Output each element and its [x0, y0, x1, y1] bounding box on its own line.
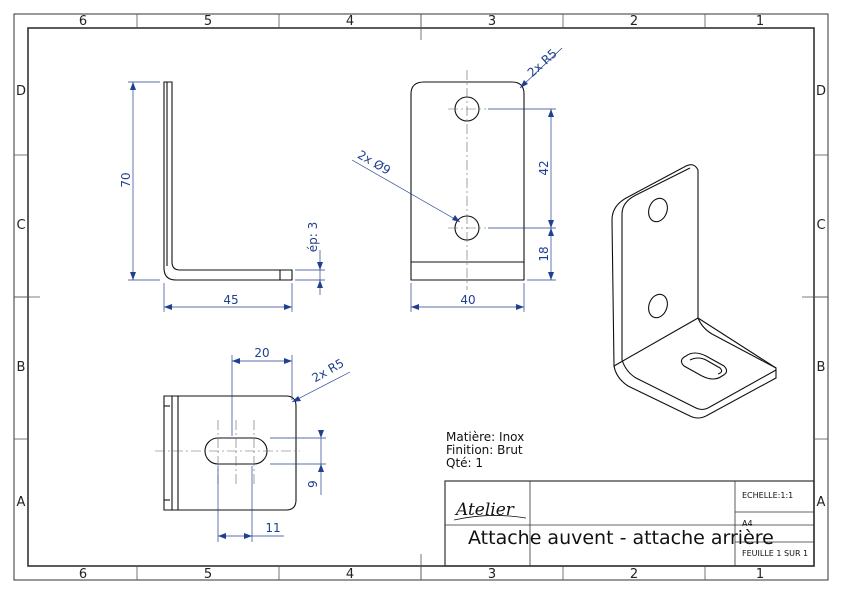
drawing-frame [13, 13, 829, 581]
dim-hole-offset: 18 [537, 246, 551, 261]
dim-thickness: ép: 3 [306, 222, 320, 253]
zone-row-right-d: D [816, 84, 826, 99]
dim-front-radius: 2x R5 [525, 46, 560, 80]
tb-size: A4 [742, 519, 753, 528]
top-view: 20 2x R5 9 11 [155, 346, 351, 542]
dim-hole-spacing: 42 [537, 160, 551, 175]
zone-col-bottom-2: 2 [630, 567, 638, 582]
zone-col-top-3: 3 [488, 14, 496, 29]
isometric-view [611, 164, 777, 419]
note-material: Matière: Inox [446, 430, 524, 444]
logo-atelier: Atelier [454, 500, 515, 520]
note-finish: Finition: Brut [446, 443, 523, 457]
zone-col-top-6: 6 [79, 14, 87, 29]
zone-col-bottom-1: 1 [756, 567, 764, 582]
note-quantity: Qté: 1 [446, 456, 483, 470]
zone-row-left-a: A [17, 495, 26, 510]
zone-col-top-1: 1 [756, 14, 764, 29]
side-view: 70 45 ép: 3 [119, 81, 325, 312]
front-view: 42 18 40 2x Ø9 2x R5 [351, 46, 563, 312]
zone-col-bottom-4: 4 [346, 567, 354, 582]
dim-front-width: 40 [460, 293, 475, 307]
tb-scale: ECHELLE:1:1 [742, 491, 793, 500]
material-notes: Matière: Inox Finition: Brut Qté: 1 [446, 430, 524, 470]
zone-col-top-4: 4 [346, 14, 354, 29]
zone-row-right-b: B [817, 360, 826, 375]
zone-row-left-b: B [17, 360, 26, 375]
dim-slot-width: 9 [306, 480, 320, 488]
zone-row-left-c: C [16, 218, 25, 233]
title-block: Atelier ECHELLE:1:1 A4 FEUILLE 1 SUR 1 A… [444, 480, 815, 567]
dim-side-width: 45 [223, 293, 238, 307]
dim-side-height: 70 [119, 172, 133, 187]
zone-row-left-d: D [16, 84, 26, 99]
zone-col-bottom-6: 6 [79, 567, 87, 582]
zone-col-bottom-3: 3 [488, 567, 496, 582]
dim-top-slot-length: 20 [254, 346, 269, 360]
zone-col-top-2: 2 [630, 14, 638, 29]
zone-col-bottom-5: 5 [204, 567, 212, 582]
zone-col-top-5: 5 [204, 14, 212, 29]
zone-row-right-a: A [817, 495, 826, 510]
zone-row-right-c: C [816, 218, 825, 233]
dim-top-radius: 2x R5 [310, 356, 347, 385]
dim-slot-offset: 11 [265, 521, 280, 535]
tb-sheet: FEUILLE 1 SUR 1 [742, 549, 808, 558]
zone-labels: 6 5 4 3 2 1 6 5 4 3 2 1 D C B A D C B A [16, 14, 826, 582]
tb-title: Attache auvent - attache arrière [468, 527, 774, 549]
